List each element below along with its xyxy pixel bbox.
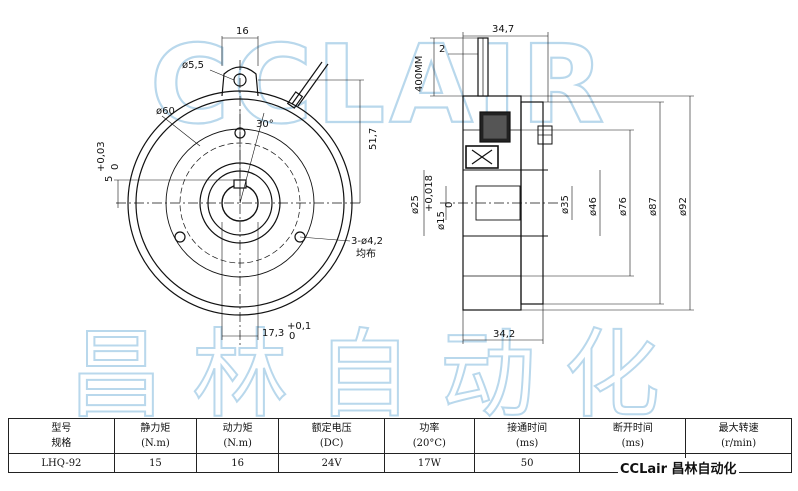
spec-cell-voltage: 24V [278, 453, 386, 473]
dim-keyway-tol-hi: +0,03 [96, 141, 107, 172]
dim-d15-tol-hi: +0,018 [424, 175, 435, 212]
armature-plate [520, 101, 544, 305]
spec-cell-model: LHQ-92 [8, 453, 115, 473]
dim-d46: ø46 [588, 197, 599, 216]
dim-d35: ø35 [560, 195, 571, 214]
outer-rim-circle [127, 90, 353, 316]
front-view [114, 36, 364, 345]
dim-bottom-width: 34,2 [493, 329, 515, 340]
dim-d87: ø87 [648, 197, 659, 216]
spec-header-on-time: 接通时间(ms) [473, 418, 581, 454]
watermark-latin: CCLAIR [150, 23, 608, 148]
spec-header-power: 功率(20°C) [384, 418, 475, 454]
dim-holes-note-2: 均布 [356, 248, 376, 260]
spec-cell-dynamic-torque: 16 [196, 453, 280, 473]
side-view [423, 32, 694, 344]
dim-keyway-tol-lo: 0 [110, 164, 121, 170]
dim-bottom: 17,3 [262, 328, 284, 339]
spec-cell-power: 17W [384, 453, 475, 473]
dim-bottom-tol-hi: +0,1 [287, 321, 311, 332]
spec-cell-static-torque: 15 [113, 453, 198, 473]
dim-cable: 400MM [414, 56, 425, 92]
dim-d15-tol-lo: 0 [444, 202, 455, 208]
spec-header-max-speed: 最大转速(r/min) [685, 418, 792, 454]
dim-top-16: 16 [236, 26, 249, 37]
mount-hole-2 [174, 231, 186, 243]
dim-holes-note: 3-ø4,2 [351, 236, 383, 247]
dim-d15: ø15 [436, 211, 447, 230]
dim-bottom-tol-lo: 0 [289, 331, 295, 342]
dim-d76: ø76 [618, 197, 629, 216]
mount-hole-3 [294, 231, 306, 243]
dim-d25: ø25 [410, 195, 421, 214]
dim-d92: ø92 [678, 197, 689, 216]
spec-header-dynamic-torque: 动力矩(N.m) [196, 418, 280, 454]
watermark-chinese: 昌林自动化 [68, 319, 688, 431]
dim-height: 51,7 [368, 128, 379, 150]
dim-pcd: ø60 [156, 106, 175, 117]
dim-top-width: 34,7 [492, 24, 514, 35]
spec-header-off-time: 断开时间(ms) [579, 418, 687, 454]
dim-hole-dia: ø5,5 [182, 60, 204, 71]
spec-header-static-torque: 静力矩(N.m) [113, 418, 198, 454]
spec-table: 型号规格 静力矩(N.m) 动力矩(N.m) 额定电压(DC) 功率(20°C)… [8, 418, 792, 473]
dim-lead: 2 [439, 44, 445, 55]
dim-keyway: 5 [104, 176, 115, 182]
spec-header-voltage: 额定电压(DC) [278, 418, 386, 454]
brand-label: CCLair 昌林自动化 [618, 458, 739, 477]
dim-angle: 30° [256, 119, 274, 130]
spec-cell-on-time: 50 [473, 453, 581, 473]
spec-table-header-row: 型号规格 静力矩(N.m) 动力矩(N.m) 额定电压(DC) 功率(20°C)… [8, 418, 792, 454]
spec-header-model: 型号规格 [8, 418, 115, 454]
